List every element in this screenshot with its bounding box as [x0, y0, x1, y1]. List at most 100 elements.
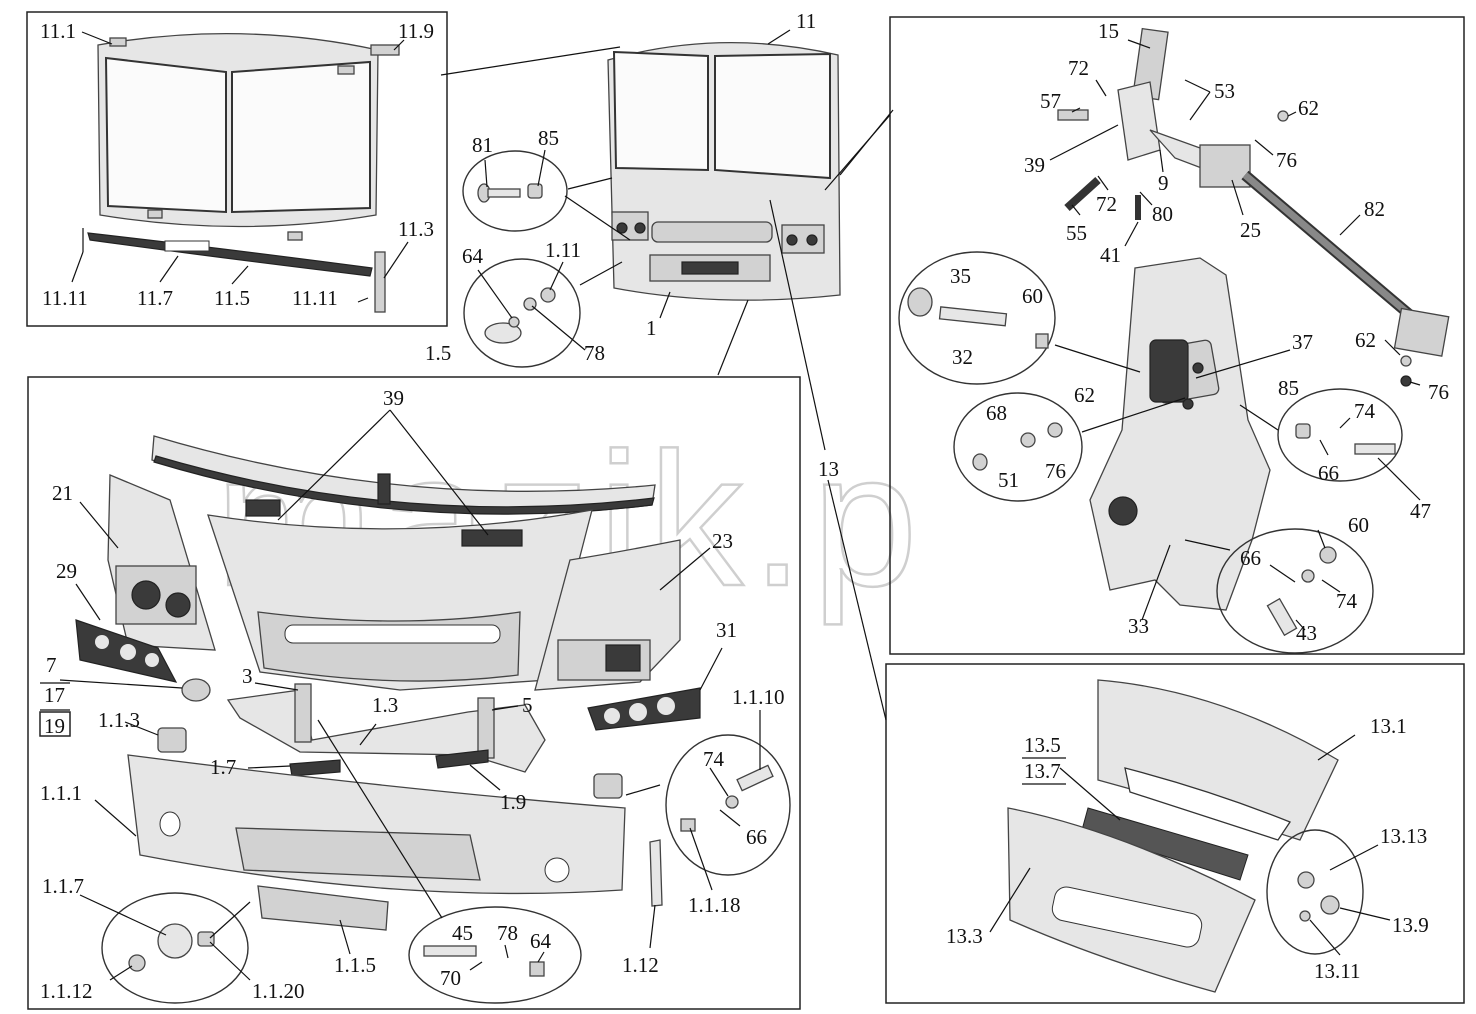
label-7: 7: [46, 653, 57, 677]
label-72a: 72: [1068, 56, 1089, 80]
label-39b: 39: [383, 386, 404, 410]
hinge-bracket-part: [1117, 27, 1251, 188]
label-1-1-18: 1.1.18: [688, 893, 741, 917]
detail-circle-1-1-10: [665, 734, 791, 876]
label-53: 53: [1214, 79, 1235, 103]
washer-62b: [1400, 355, 1412, 367]
label-31: 31: [716, 618, 737, 642]
label-64b: 64: [530, 929, 552, 953]
cap-1-1-3b: [593, 773, 623, 799]
headlamp-bezel-31: [587, 687, 701, 731]
label-13-9: 13.9: [1392, 913, 1429, 937]
label-70: 70: [440, 966, 461, 990]
label-1-1-12: 1.1.12: [40, 979, 93, 1003]
label-3: 3: [242, 664, 253, 688]
label-76c: 76: [1045, 459, 1066, 483]
label-76a: 76: [1276, 148, 1297, 172]
washer-68: [1020, 432, 1036, 448]
bolt-55: [1064, 177, 1101, 211]
label-35: 35: [950, 264, 971, 288]
detail-circle-35: [898, 251, 1056, 385]
label-55: 55: [1066, 221, 1087, 245]
label-43: 43: [1296, 621, 1317, 645]
detail-circle-43: [1216, 528, 1374, 654]
label-60b: 60: [1348, 513, 1369, 537]
label-11-11b: 11.11: [292, 286, 338, 310]
cab-front-part: [607, 42, 841, 301]
detail-circle-47: [1277, 388, 1403, 482]
label-1-12: 1.12: [622, 953, 659, 977]
label-13-11: 13.11: [1314, 959, 1360, 983]
label-1-1-5: 1.1.5: [334, 953, 376, 977]
label-1-1-10: 1.1.10: [732, 685, 785, 709]
label-74a: 74: [1354, 399, 1376, 423]
label-62c: 62: [1074, 383, 1095, 407]
label-1-1-1: 1.1.1: [40, 781, 82, 805]
label-1-1-3: 1.1.3: [98, 708, 140, 732]
grille-assembly-frame: [885, 663, 1465, 1004]
nut-85: [527, 183, 543, 199]
front-panel-exploded-frame: [27, 376, 801, 1010]
label-57: 57: [1040, 89, 1061, 113]
washer-66b: [1301, 569, 1315, 583]
label-13-13: 13.13: [1380, 824, 1427, 848]
label-13a: 13: [818, 457, 839, 481]
label-13-5: 13.5: [1024, 733, 1061, 757]
label-1-5: 1.5: [425, 341, 451, 365]
nut-64b: [529, 961, 545, 977]
washer-74c: [725, 795, 739, 809]
washer-13-13: [1297, 871, 1315, 889]
gas-strut-82: [1241, 170, 1450, 357]
cap-1-1-3a: [157, 727, 187, 753]
label-68: 68: [986, 401, 1007, 425]
label-1-9: 1.9: [500, 790, 526, 814]
bushing-35: [907, 287, 933, 317]
nut-62c: [1047, 422, 1063, 438]
label-41: 41: [1100, 243, 1121, 267]
label-66c: 66: [746, 825, 767, 849]
label-1-3: 1.3: [372, 693, 398, 717]
label-1-11: 1.11: [545, 238, 581, 262]
label-13-1: 13.1: [1370, 714, 1407, 738]
bolt-45: [423, 945, 477, 957]
label-11-5: 11.5: [214, 286, 250, 310]
windshield-assembly-frame: [26, 11, 448, 327]
washer-1-11: [540, 287, 556, 303]
trim-strip-11-3: [374, 251, 386, 313]
leader-lines: [59, 29, 1421, 981]
detail-circle-68: [953, 392, 1083, 502]
detail-circle-13: [1266, 829, 1364, 955]
label-78a: 78: [584, 341, 605, 365]
label-62a: 62: [1298, 96, 1319, 120]
label-13-3: 13.3: [946, 924, 983, 948]
upper-trim-bar-39: [151, 435, 656, 515]
label-51: 51: [998, 468, 1019, 492]
label-23: 23: [712, 529, 733, 553]
label-25: 25: [1240, 218, 1261, 242]
label-11: 11: [796, 9, 816, 33]
label-66a: 66: [1318, 461, 1339, 485]
label-29: 29: [56, 559, 77, 583]
trim-1-12: [649, 839, 663, 907]
a-pillar-part: [1089, 257, 1271, 611]
bolt-43: [1266, 597, 1298, 637]
label-81: 81: [472, 133, 493, 157]
detail-circle-45: [408, 906, 582, 1004]
nut-60b: [1319, 546, 1337, 564]
label-85a: 85: [538, 126, 559, 150]
pad-1-7: [289, 759, 341, 777]
label-19: 19: [44, 714, 65, 738]
wiper-hinge-frame: [889, 16, 1465, 655]
label-1: 1: [646, 316, 657, 340]
windshield-frame-part: [97, 33, 379, 241]
label-11-11a: 11.11: [42, 286, 88, 310]
label-47: 47: [1410, 499, 1431, 523]
nut-76a: [1400, 375, 1412, 387]
label-72b: 72: [1096, 192, 1117, 216]
seal-piece-11-9: [370, 44, 400, 56]
label-62b: 62: [1355, 328, 1376, 352]
nut-85b: [1295, 423, 1311, 439]
label-66b: 66: [1240, 546, 1261, 570]
label-76b: 76: [1428, 380, 1449, 404]
label-5: 5: [522, 693, 533, 717]
